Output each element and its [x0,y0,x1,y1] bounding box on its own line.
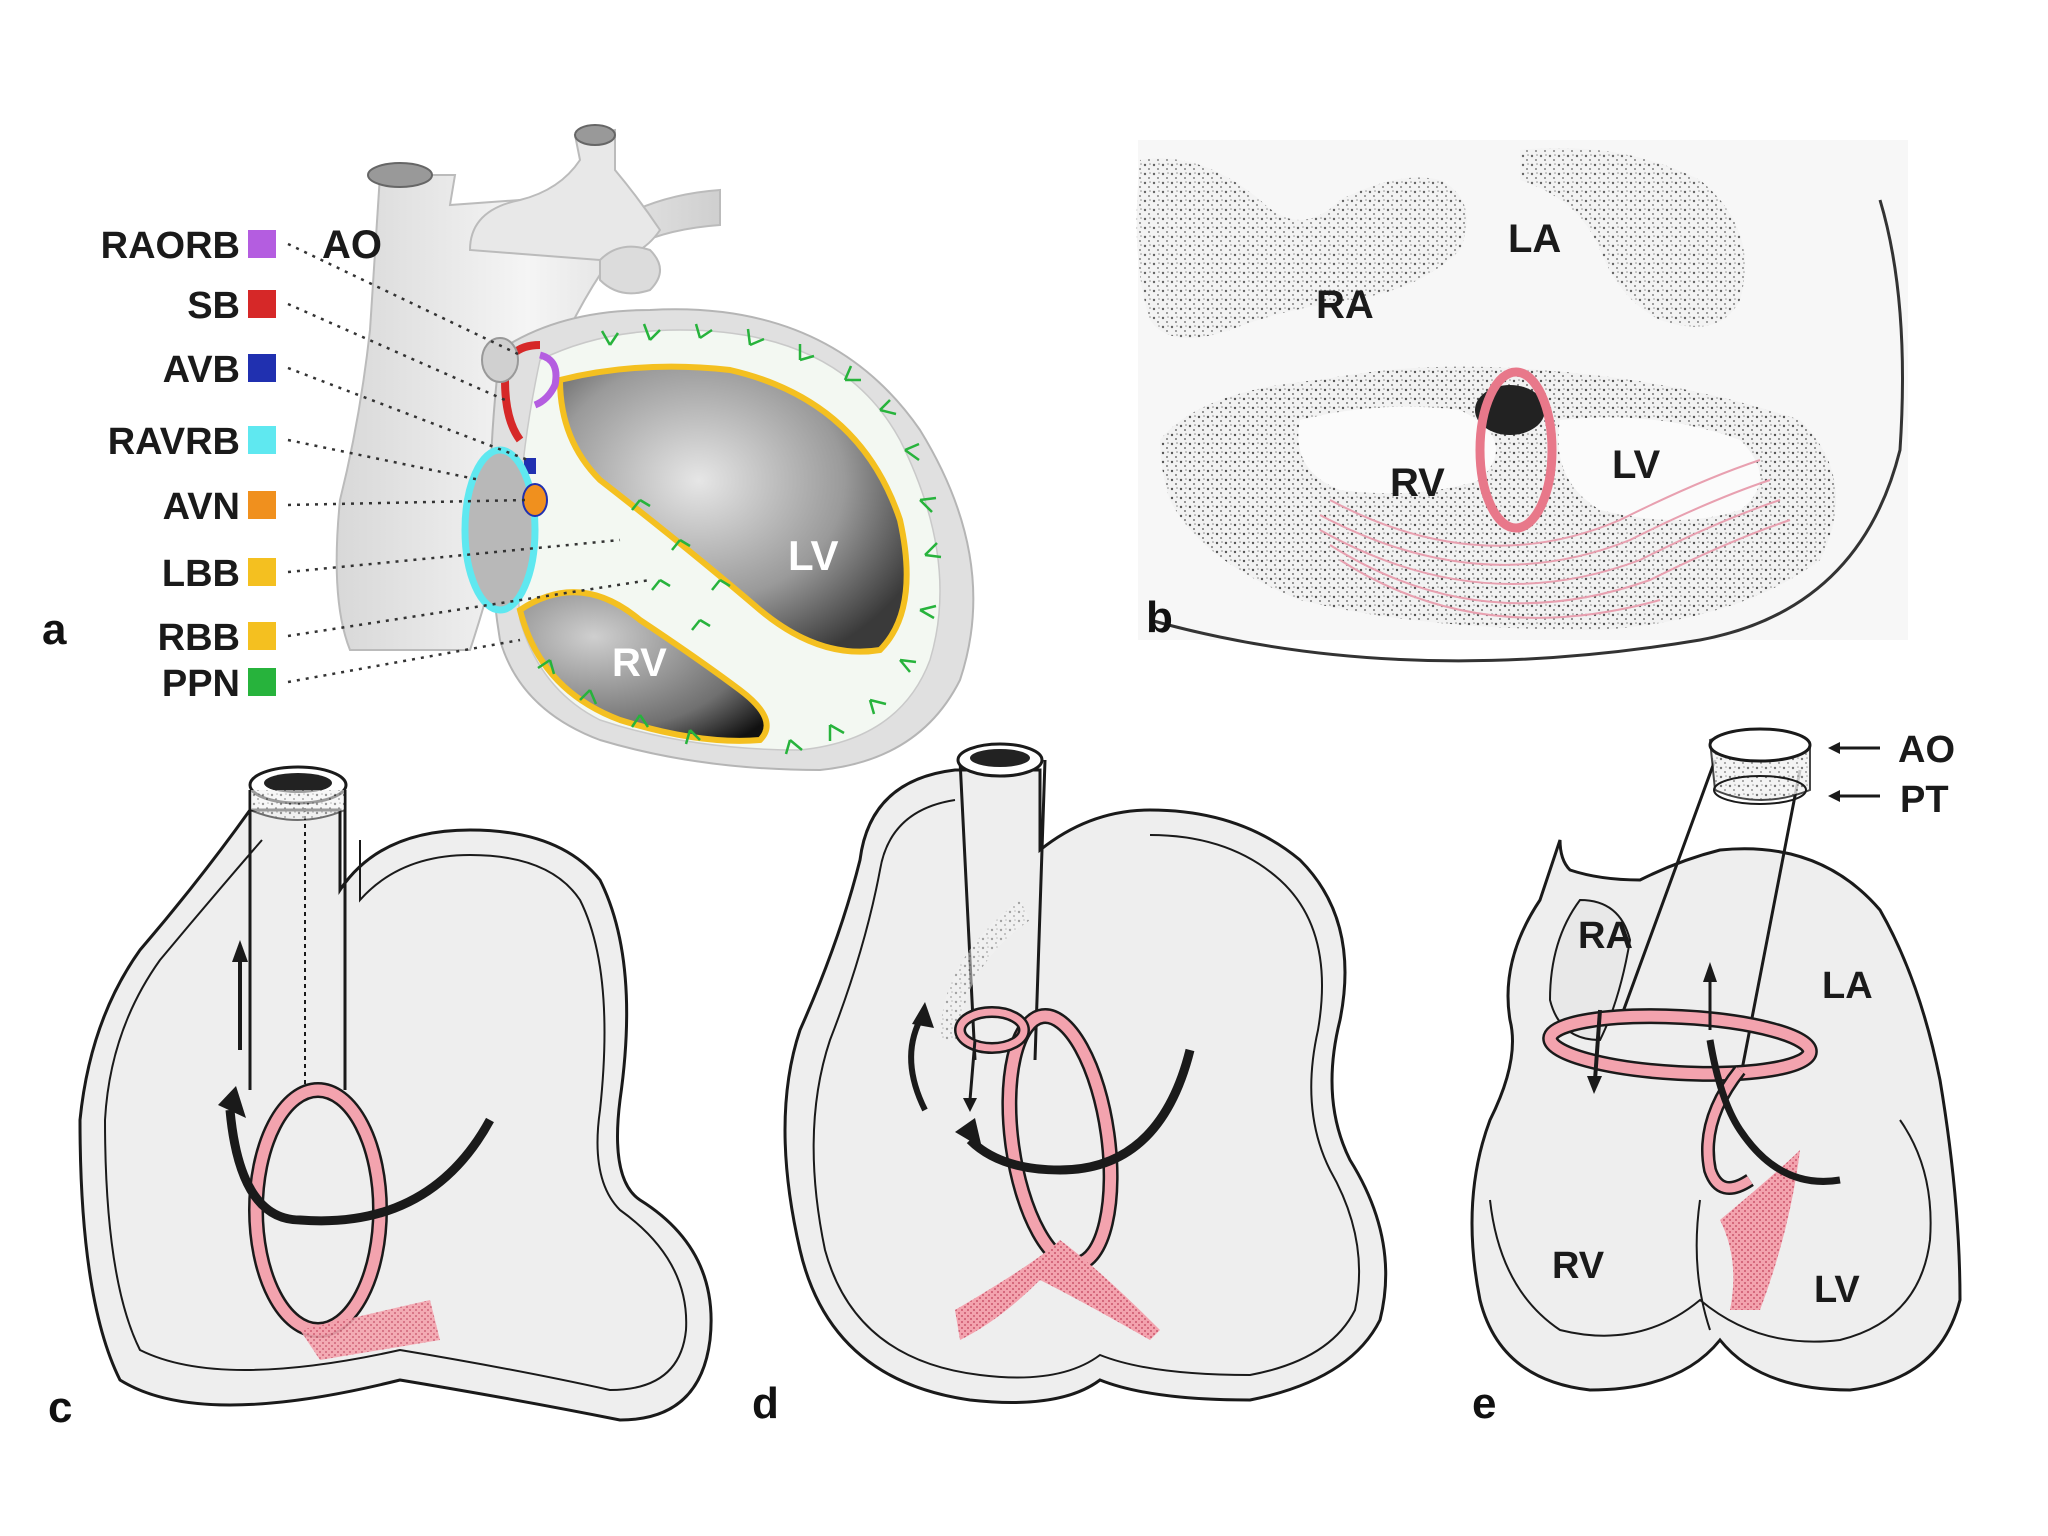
ao-label: AO [322,223,382,267]
panel-e-letter: e [1472,1379,1496,1428]
heart-outline-c [78,808,713,1422]
raorb-ring [533,351,560,409]
ravrb-ring [461,446,539,614]
legend-label-avb: AVB [163,349,240,391]
legend-label-raorb: RAORB [101,225,240,267]
legend-label-lbb: LBB [162,553,240,595]
leader-lines [287,242,651,684]
lv-label-b: LV [1612,443,1660,487]
panel-c-letter: c [48,1383,72,1432]
legend-label-ppn: PPN [162,663,240,705]
flow-arc-d [966,1048,1195,1175]
legend-label-ravrb: RAVRB [108,421,240,463]
panel-b-letter: b [1146,593,1173,642]
purkinje-network [537,323,942,755]
panel-e: AO PT RA LA RV LV e [1470,727,1962,1428]
panel-d: d [752,742,1388,1428]
legend-swatch-ravrb [248,426,276,454]
flow-arc-c [225,1109,494,1226]
avn-node [522,483,548,517]
legend-label-avn: AVN [163,486,240,528]
panel-d-letter: d [752,1379,779,1428]
legend-swatch-sb [248,290,276,318]
la-label-b: LA [1508,217,1561,261]
legend-label-rbb: RBB [158,617,240,659]
rv-label-e: RV [1552,1245,1605,1287]
legend-swatch-ppn [248,668,276,696]
lv-cavity [556,363,910,655]
legend-swatch-avn [248,491,276,519]
ra-label-b: RA [1316,283,1374,327]
panel-a-letter: a [42,605,67,654]
flow-arc-e [1706,1039,1841,1185]
conduction-fibers [1319,459,1791,619]
pt-label-e: PT [1900,779,1949,821]
panel-b: LA RA RV LV b [1136,140,1908,663]
panel-a: a [42,124,975,772]
rv-cavity [516,589,770,744]
rv-label-b: RV [1390,461,1445,505]
legend-swatch-raorb [248,230,276,258]
ra-label-e: RA [1578,915,1633,957]
legend-swatch-avb [248,354,276,382]
rv-label: RV [612,641,667,685]
panel-c: c [48,765,713,1432]
lv-label-e: LV [1814,1269,1860,1311]
la-label-e: LA [1822,965,1873,1007]
ao-label-e: AO [1898,729,1955,771]
pink-ring-b [1475,367,1557,533]
legend-swatch-lbb [248,558,276,586]
legend-label-sb: SB [187,285,240,327]
legend-swatch-rbb [248,622,276,650]
lv-label: LV [788,532,839,579]
heart-outline-d [783,768,1388,1404]
